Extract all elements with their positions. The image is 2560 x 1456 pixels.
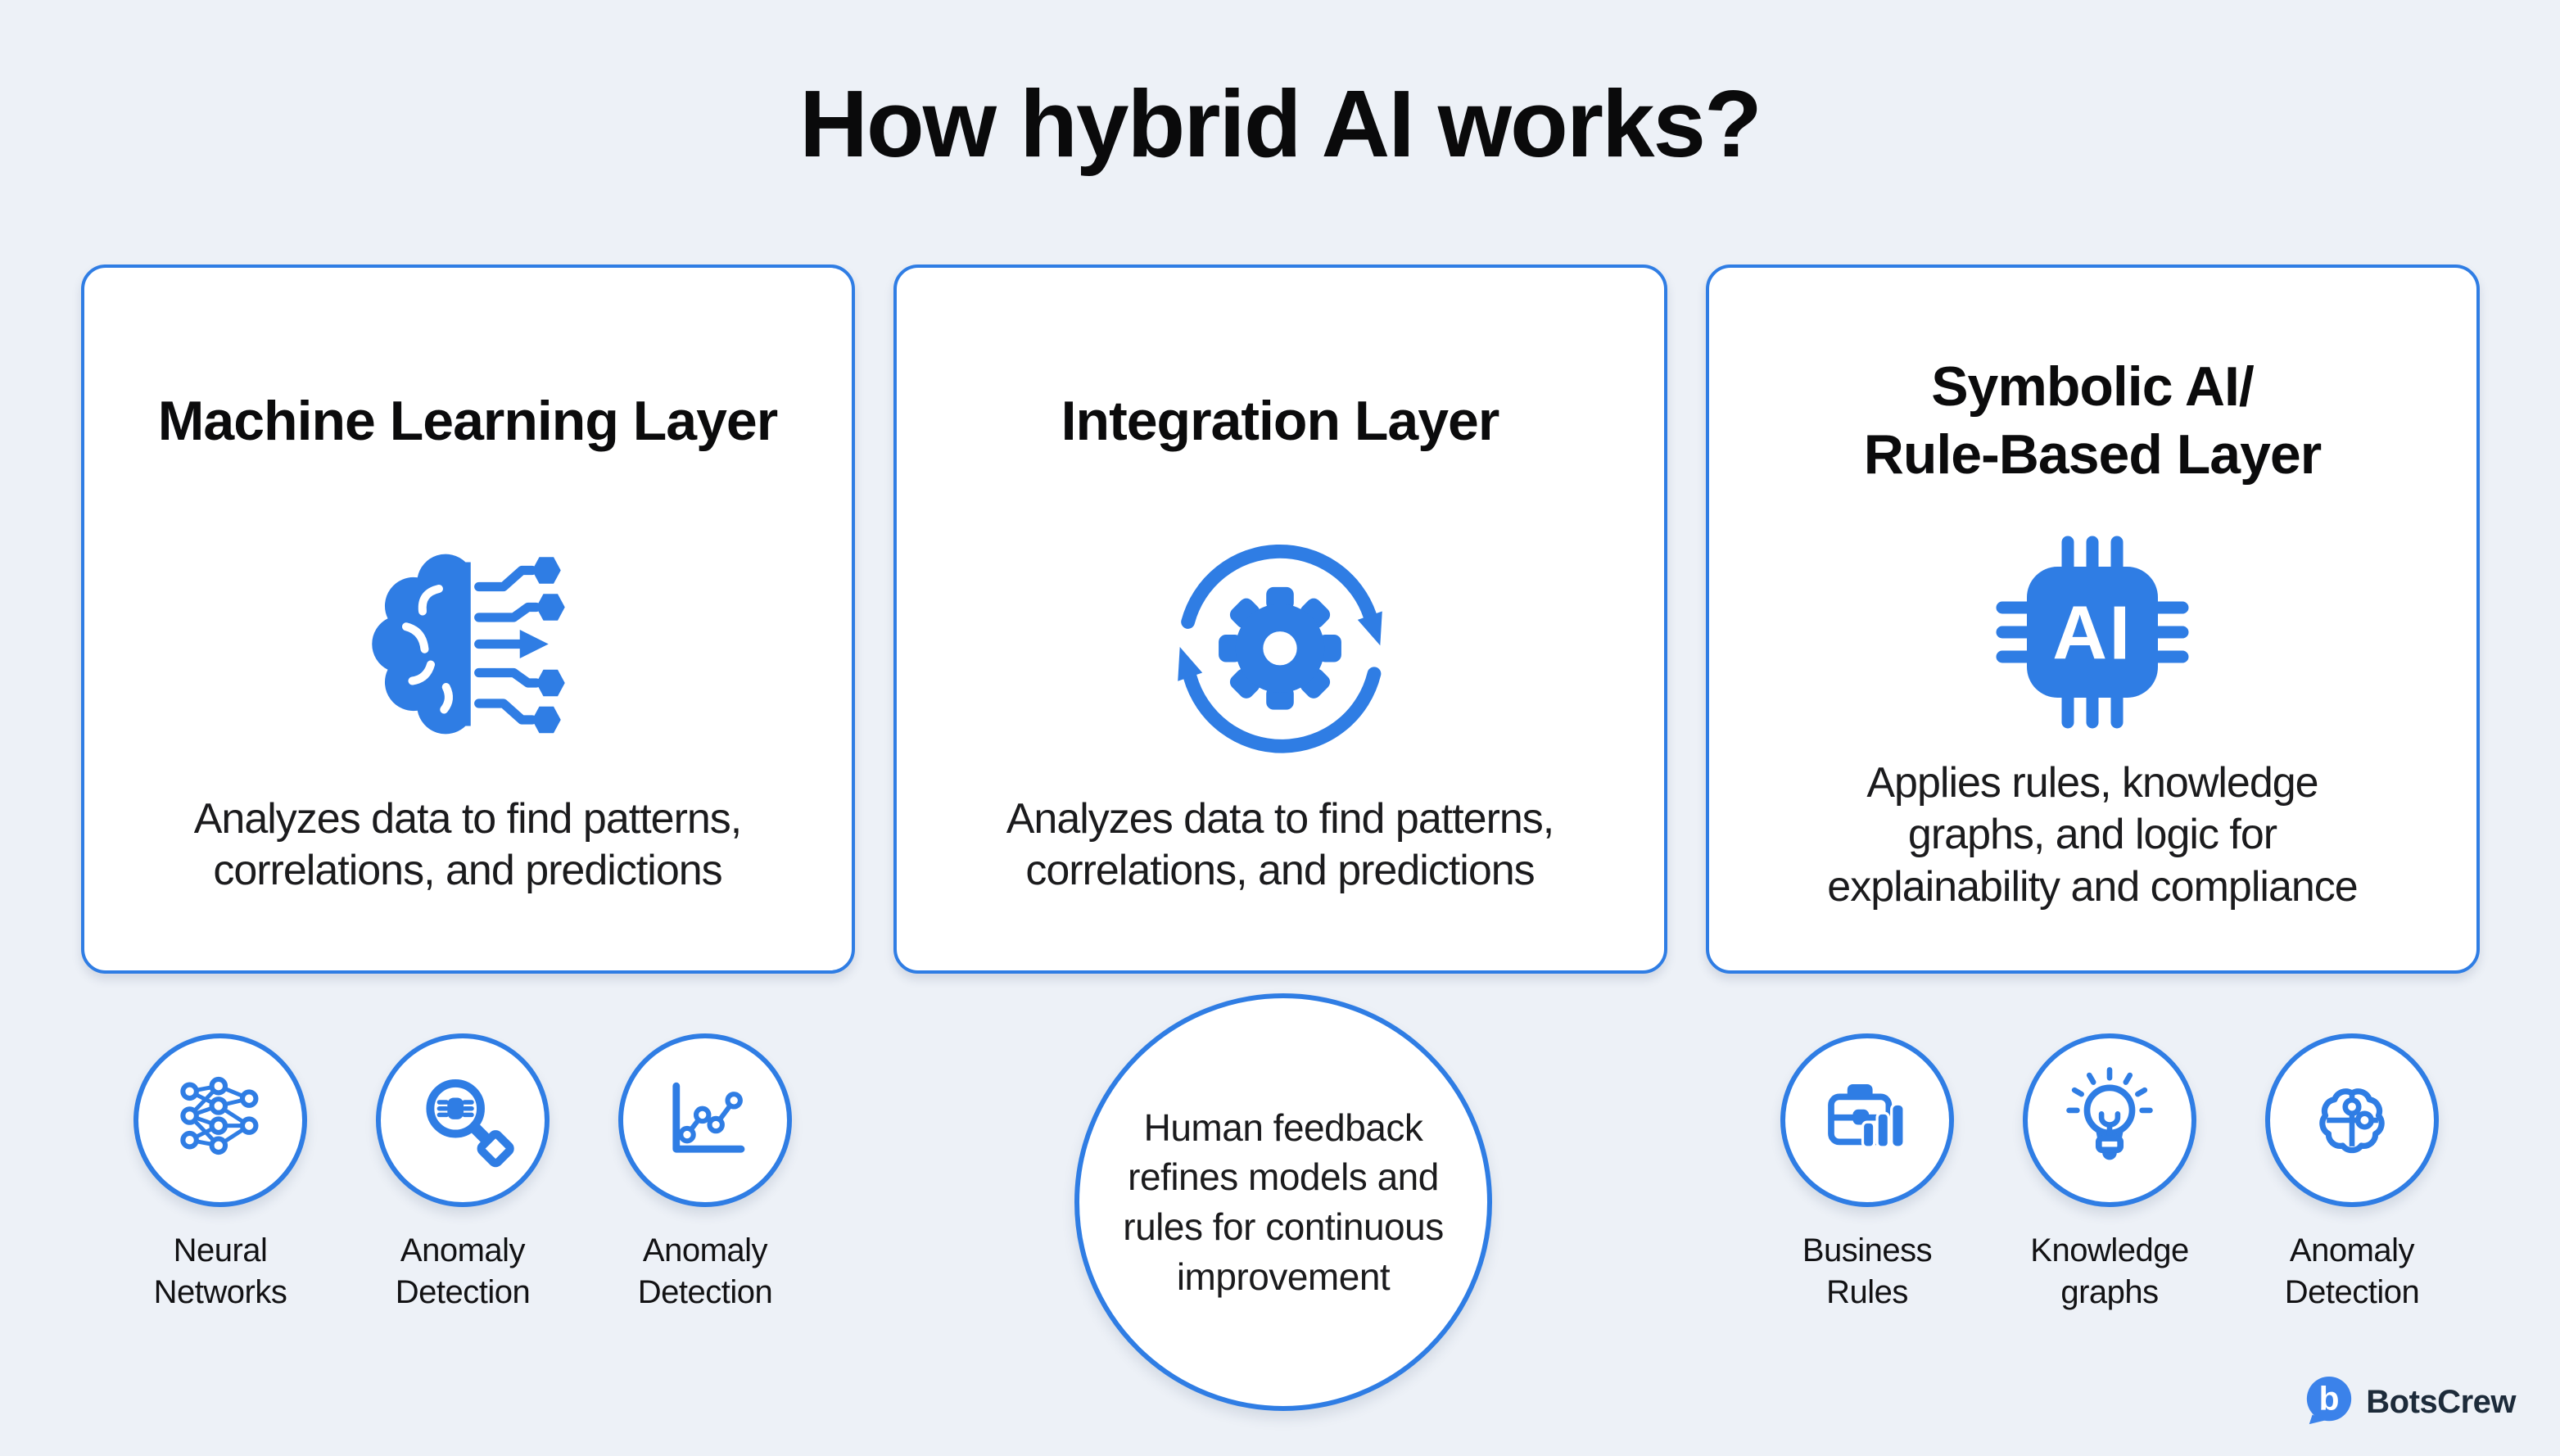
badge-label: Anomaly Detection — [395, 1232, 531, 1311]
badge-anomaly-detection-brain: Anomaly Detection — [2237, 1033, 2467, 1314]
sync-gear-icon — [1153, 507, 1407, 777]
card-symbolic-ai-layer: Symbolic AI/ Rule-Based Layer — [1705, 265, 2480, 974]
badge-knowledge-graphs: Knowledge graphs — [1995, 1033, 2224, 1314]
briefcase-chart-icon — [1780, 1033, 1954, 1207]
svg-text:AI: AI — [2052, 590, 2133, 675]
layer-cards-row: Machine Learning Layer — [0, 265, 2560, 974]
card-title: Machine Learning Layer — [157, 389, 778, 452]
svg-text:b: b — [2319, 1380, 2340, 1418]
badge-anomaly-detection-chart: Anomaly Detection — [590, 1033, 820, 1314]
card-integration-layer: Integration Layer — [893, 265, 1667, 974]
card-description: Applies rules, knowledge graphs, and log… — [1827, 758, 2358, 911]
card-title: Integration Layer — [1061, 389, 1500, 452]
line-chart-icon — [618, 1033, 792, 1207]
badge-label: Anomaly Detection — [2284, 1232, 2420, 1311]
badge-anomaly-detection-magnifier: Anomaly Detection — [348, 1033, 577, 1314]
card-machine-learning-layer: Machine Learning Layer — [80, 265, 855, 974]
card-description: Analyzes data to find patterns, correlat… — [193, 794, 743, 894]
bug-magnifier-icon — [376, 1033, 550, 1207]
brain-circuit-icon — [345, 507, 590, 777]
badge-label: Neural Networks — [153, 1232, 287, 1311]
badge-label: Knowledge graphs — [2030, 1232, 2189, 1311]
badge-label: Business Rules — [1802, 1232, 1933, 1311]
symbolic-badges-group: Business Rules — [1753, 1033, 2467, 1314]
page-title: How hybrid AI works? — [799, 70, 1762, 177]
lightbulb-icon — [2023, 1033, 2196, 1207]
botscrew-logo: b BotsCrew — [2303, 1374, 2516, 1430]
ai-chip-icon: AI — [1970, 507, 2215, 757]
brand-name: BotsCrew — [2366, 1383, 2516, 1420]
puzzle-brain-icon — [2265, 1033, 2439, 1207]
neural-network-icon — [133, 1033, 307, 1207]
botscrew-bubble-icon: b — [2303, 1374, 2355, 1430]
card-description: Analyzes data to find patterns, correlat… — [1006, 794, 1555, 894]
human-feedback-circle: Human feedback refines models and rules … — [1074, 993, 1492, 1411]
badge-business-rules: Business Rules — [1753, 1033, 1982, 1314]
ml-badges-group: Neural Networks Anomaly Detection — [106, 1033, 820, 1314]
badge-neural-networks: Neural Networks — [106, 1033, 335, 1314]
card-title: Symbolic AI/ Rule-Based Layer — [1863, 355, 2322, 486]
badge-label: Anomaly Detection — [637, 1232, 773, 1311]
human-feedback-text: Human feedback refines models and rules … — [1123, 1106, 1444, 1298]
